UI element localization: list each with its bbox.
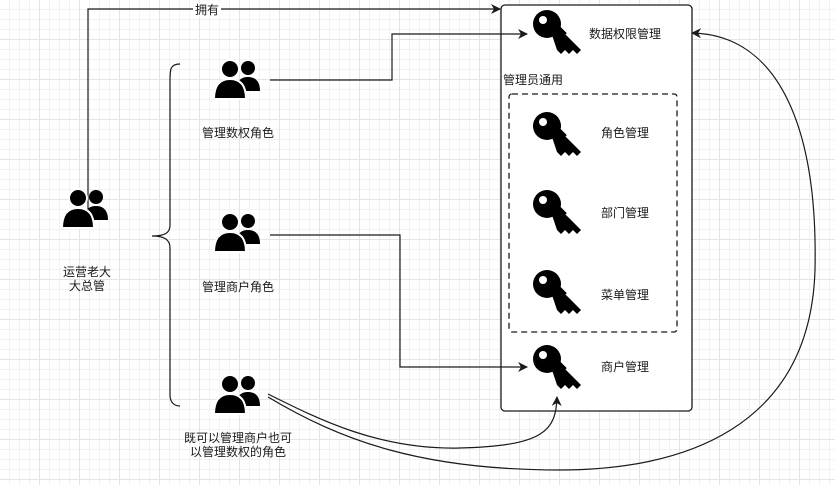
admin-group-label: 管理员通用 — [503, 73, 564, 87]
edge-both-merchant — [267, 393, 562, 449]
edge-perm-role — [270, 29, 528, 81]
perm-mgmt-label: 数据权限管理 — [589, 27, 662, 41]
both-role-label-line2: 以管理数权的角色 — [189, 445, 287, 459]
boss-label: 运营老大 大总管 — [63, 265, 111, 293]
both-role-label: 既可以管理商户也可 以管理数权的角色 — [184, 431, 292, 459]
edge-both-perm — [267, 28, 816, 471]
perm-role-users-icon — [213, 59, 261, 100]
both-role-label-line1: 既可以管理商户也可 — [183, 431, 293, 445]
both-role-users-icon — [213, 374, 261, 415]
edge-boss-owns — [87, 4, 501, 212]
roles-brace — [151, 63, 181, 407]
dept-mgmt-label: 部门管理 — [601, 206, 650, 220]
perm-role-label: 管理数权角色 — [201, 126, 275, 140]
menu-mgmt-label: 菜单管理 — [601, 288, 650, 302]
edge-merchant-role — [270, 234, 528, 372]
boss-label-line1: 运营老大 — [62, 265, 112, 279]
boss-users-icon — [61, 188, 109, 229]
boss-label-line2: 大总管 — [68, 279, 106, 293]
merchant-mgmt-label: 商户管理 — [601, 360, 650, 374]
edge-owns-label: 拥有 — [193, 3, 222, 17]
merchant-role-label: 管理商户角色 — [201, 280, 275, 294]
merchant-role-users-icon — [213, 212, 261, 253]
role-mgmt-label: 角色管理 — [601, 126, 650, 140]
